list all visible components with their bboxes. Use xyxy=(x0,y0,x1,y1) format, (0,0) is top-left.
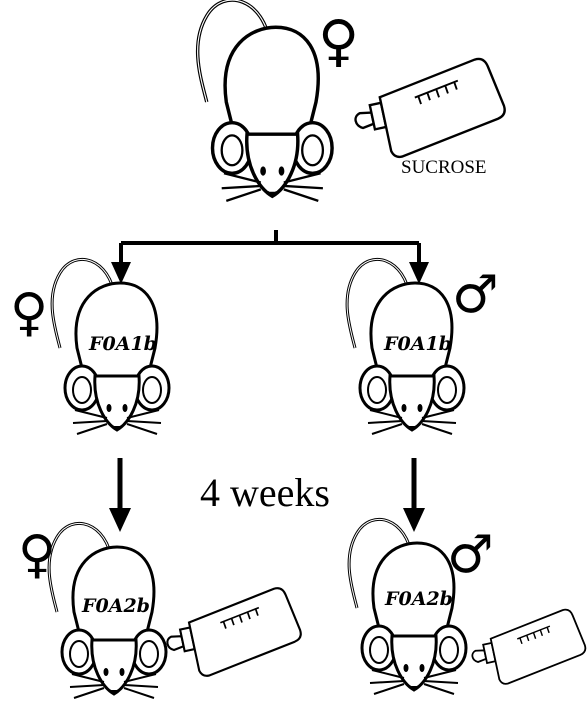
parent-female-symbol: ♀ xyxy=(318,9,359,74)
sucrose-bottle-f2-right xyxy=(467,607,587,690)
treatment-label: SUCROSE xyxy=(401,157,487,178)
duration-label: 4 weeks xyxy=(200,470,330,515)
f2-male-label: F0A2b xyxy=(384,588,453,610)
sucrose-bottle-f2-left xyxy=(161,585,306,682)
f1-male-symbol: ♂ xyxy=(452,265,499,325)
arrow-head-right xyxy=(409,262,429,284)
arrow-down-right xyxy=(403,458,425,532)
f2-female-symbol: ♀ xyxy=(18,525,56,585)
f2-male-symbol: ♂ xyxy=(447,525,494,585)
sucrose-bottle-top xyxy=(348,56,510,165)
parent-mouse xyxy=(198,0,332,201)
arrow-down-left xyxy=(109,458,131,532)
f2-female-label: F0A2b xyxy=(81,595,150,617)
f1-male-label: F0A1b xyxy=(383,333,452,355)
arrow-head-left xyxy=(111,262,131,284)
f1-female-label: F0A1b xyxy=(88,333,157,355)
f1-female-symbol: ♀ xyxy=(10,283,48,343)
